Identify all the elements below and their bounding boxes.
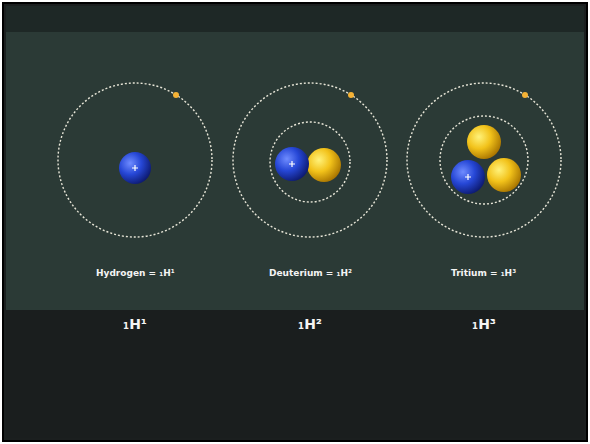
top-band <box>6 6 584 32</box>
plus-sign <box>465 174 471 180</box>
isotope-caption: Tritium = ₁H³ <box>451 268 516 278</box>
isotope-caption: Deuterium = ₁H² <box>269 268 352 278</box>
electron-shell <box>407 83 561 237</box>
isotope-symbol: ₁H¹ <box>123 316 147 332</box>
nucleus-ring <box>440 116 528 204</box>
proton <box>275 147 309 181</box>
plus-sign <box>132 165 138 171</box>
isotope-caption: Hydrogen = ₁H¹ <box>96 268 175 278</box>
neutron <box>467 125 501 159</box>
electron <box>522 92 528 98</box>
isotope-symbol: ₁H² <box>298 316 322 332</box>
isotope-symbol: ₁H³ <box>472 316 496 332</box>
electron-shell <box>58 83 212 237</box>
frame <box>3 3 587 441</box>
electron <box>348 92 354 98</box>
plus-sign <box>289 161 295 167</box>
electron <box>173 92 179 98</box>
proton <box>119 152 151 184</box>
proton <box>451 160 485 194</box>
electron-shell <box>233 83 387 237</box>
neutron <box>307 148 341 182</box>
lower-band <box>6 310 584 438</box>
nucleus-ring <box>270 122 350 202</box>
neutron <box>487 158 521 192</box>
slide-panel <box>6 32 584 310</box>
